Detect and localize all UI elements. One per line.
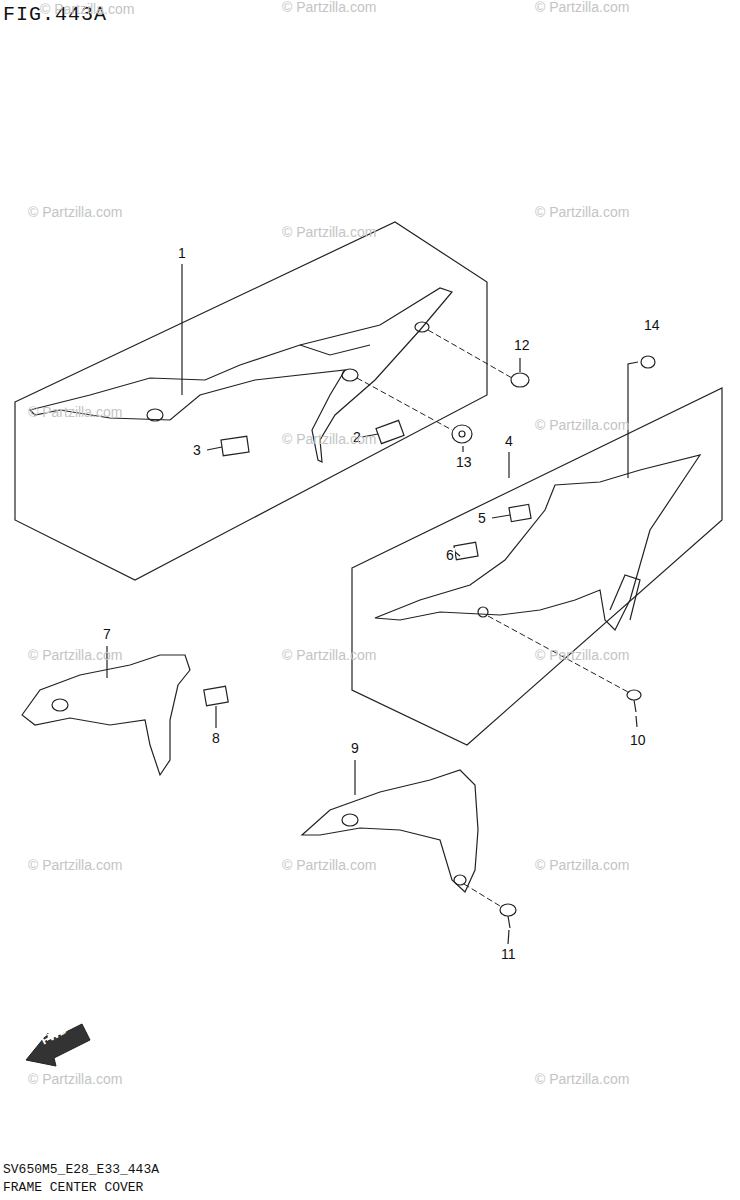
watermark: © Partzilla.com bbox=[282, 0, 376, 14]
callout-number: 13 bbox=[455, 455, 473, 469]
watermark: © Partzilla.com bbox=[28, 858, 122, 872]
watermark: © Partzilla.com bbox=[535, 1072, 629, 1086]
watermark: © Partzilla.com bbox=[282, 648, 376, 662]
callout-number: 12 bbox=[513, 338, 531, 352]
callout-number: 9 bbox=[350, 741, 360, 755]
callout-number: 10 bbox=[629, 733, 647, 747]
watermark: © Partzilla.com bbox=[535, 0, 629, 14]
callout-number: 3 bbox=[192, 443, 202, 457]
watermark: © Partzilla.com bbox=[282, 225, 376, 239]
callout-number: 11 bbox=[500, 947, 517, 961]
callout-number: 8 bbox=[211, 731, 221, 745]
callout-number: 5 bbox=[477, 511, 487, 525]
drawing-code: SV650M5_E28_E33_443A bbox=[3, 1163, 159, 1176]
watermark: © Partzilla.com bbox=[28, 1072, 122, 1086]
watermark: © Partzilla.com bbox=[28, 205, 122, 219]
callout-number: 1 bbox=[177, 246, 187, 260]
watermark: © Partzilla.com bbox=[282, 432, 376, 446]
callout-number: 7 bbox=[102, 627, 112, 641]
watermark: © Partzilla.com bbox=[282, 858, 376, 872]
watermark: © Partzilla.com bbox=[535, 205, 629, 219]
callout-number: 4 bbox=[504, 434, 514, 448]
watermark: © Partzilla.com bbox=[28, 405, 122, 419]
watermark: © Partzilla.com bbox=[28, 648, 122, 662]
figure-caption: FRAME CENTER COVER bbox=[3, 1181, 143, 1194]
watermark: © Partzilla.com bbox=[535, 418, 629, 432]
watermark: © Partzilla.com bbox=[40, 2, 134, 16]
callout-number: 6 bbox=[445, 548, 455, 562]
callout-number: 14 bbox=[643, 318, 661, 332]
watermark: © Partzilla.com bbox=[535, 648, 629, 662]
watermark: © Partzilla.com bbox=[535, 858, 629, 872]
